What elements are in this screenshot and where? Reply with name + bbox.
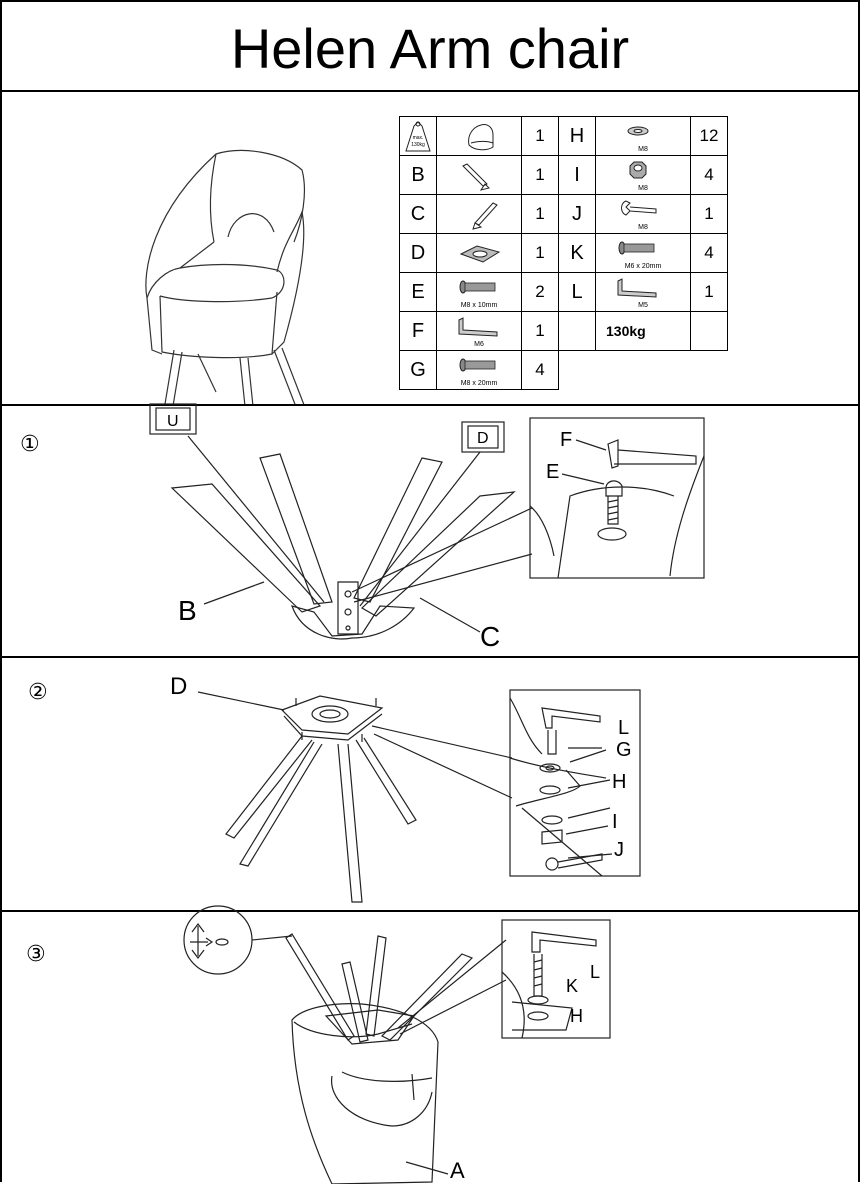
part-quantity: 1 xyxy=(521,116,559,156)
part-picture: M8 xyxy=(595,155,691,195)
label-j: J xyxy=(614,839,624,861)
part-letter: J xyxy=(558,194,596,234)
part-quantity: 12 xyxy=(690,116,728,156)
label-i: I xyxy=(612,811,618,833)
part-caption: M8 xyxy=(638,146,648,153)
label-d: D xyxy=(170,673,187,700)
svg-text:130kg: 130kg xyxy=(411,142,425,148)
max-load-value: 130kg xyxy=(595,311,691,351)
part-picture xyxy=(436,116,522,156)
step-2-diagram: D L G H I J xyxy=(170,673,641,903)
label-g: G xyxy=(616,739,632,761)
part-caption: M8 xyxy=(638,224,648,231)
part-letter: F xyxy=(399,311,437,351)
part-quantity: 1 xyxy=(690,272,728,312)
svg-text:max.: max. xyxy=(412,135,423,141)
part-picture: M8 x 10mm xyxy=(436,272,522,312)
part-quantity: 1 xyxy=(521,311,559,351)
step-2-band: ② xyxy=(0,656,860,912)
part-picture: M6 xyxy=(436,311,522,351)
page-title: Helen Arm chair xyxy=(230,17,630,80)
label-d: D xyxy=(477,430,489,447)
label-h: H xyxy=(612,771,626,793)
step-1-band: ① xyxy=(0,403,860,658)
label-l: L xyxy=(590,962,600,982)
label-k: K xyxy=(566,976,578,996)
title-band: Helen Arm chair xyxy=(0,0,860,92)
part-caption: M6 xyxy=(474,341,484,348)
part-quantity: 1 xyxy=(521,233,559,273)
label-f: F xyxy=(560,429,572,451)
blank-cell xyxy=(691,351,728,390)
part-letter: K xyxy=(558,233,596,273)
part-letter: H xyxy=(558,116,596,156)
part-picture: M8 xyxy=(595,194,691,234)
part-quantity: 1 xyxy=(521,155,559,195)
empty-cell xyxy=(690,311,728,351)
part-quantity: 1 xyxy=(690,194,728,234)
part-picture: M6 x 20mm xyxy=(595,233,691,273)
part-letter: D xyxy=(399,233,437,273)
part-caption: M6 x 20mm xyxy=(624,263,662,270)
parts-row: A1HM812 xyxy=(399,116,728,156)
part-picture xyxy=(436,194,522,234)
part-quantity: 4 xyxy=(690,155,728,195)
part-quantity: 2 xyxy=(521,272,559,312)
weight-icon: max.130kg xyxy=(404,120,596,351)
blank-cell xyxy=(559,351,596,390)
step-3-band: ③ xyxy=(0,905,860,1184)
step-3-diagram: L K H A xyxy=(183,905,611,1184)
part-picture xyxy=(436,233,522,273)
part-picture: M8 xyxy=(595,116,691,156)
part-picture: M8 x 20mm xyxy=(436,350,522,390)
step-number: ③ xyxy=(26,942,46,967)
part-letter: G xyxy=(399,350,437,390)
part-quantity: 4 xyxy=(690,233,728,273)
label-h: H xyxy=(570,1006,583,1026)
label-e: E xyxy=(546,461,559,483)
part-caption: M5 xyxy=(638,302,648,309)
part-caption: M8 x 20mm xyxy=(460,380,498,387)
label-l: L xyxy=(618,717,629,739)
part-letter: I xyxy=(558,155,596,195)
label-a: A xyxy=(450,1158,465,1183)
part-letter: B xyxy=(399,155,437,195)
blank-cell xyxy=(596,351,691,390)
part-letter: E xyxy=(399,272,437,312)
part-quantity: 4 xyxy=(521,350,559,390)
part-letter: C xyxy=(399,194,437,234)
label-c: C xyxy=(480,621,500,652)
step-number: ② xyxy=(28,680,48,705)
part-letter: L xyxy=(558,272,596,312)
part-picture xyxy=(436,155,522,195)
label-u: U xyxy=(167,413,179,430)
part-caption: M8 x 10mm xyxy=(460,302,498,309)
part-caption: M8 xyxy=(638,185,648,192)
parts-row: G M8 x 20mm 4 xyxy=(399,350,728,390)
part-quantity: 1 xyxy=(521,194,559,234)
label-b: B xyxy=(178,595,197,626)
part-picture: M5 xyxy=(595,272,691,312)
chair-illustration xyxy=(145,149,307,475)
step-number: ① xyxy=(20,432,40,457)
step-1-diagram: U D B C F E xyxy=(149,403,705,652)
